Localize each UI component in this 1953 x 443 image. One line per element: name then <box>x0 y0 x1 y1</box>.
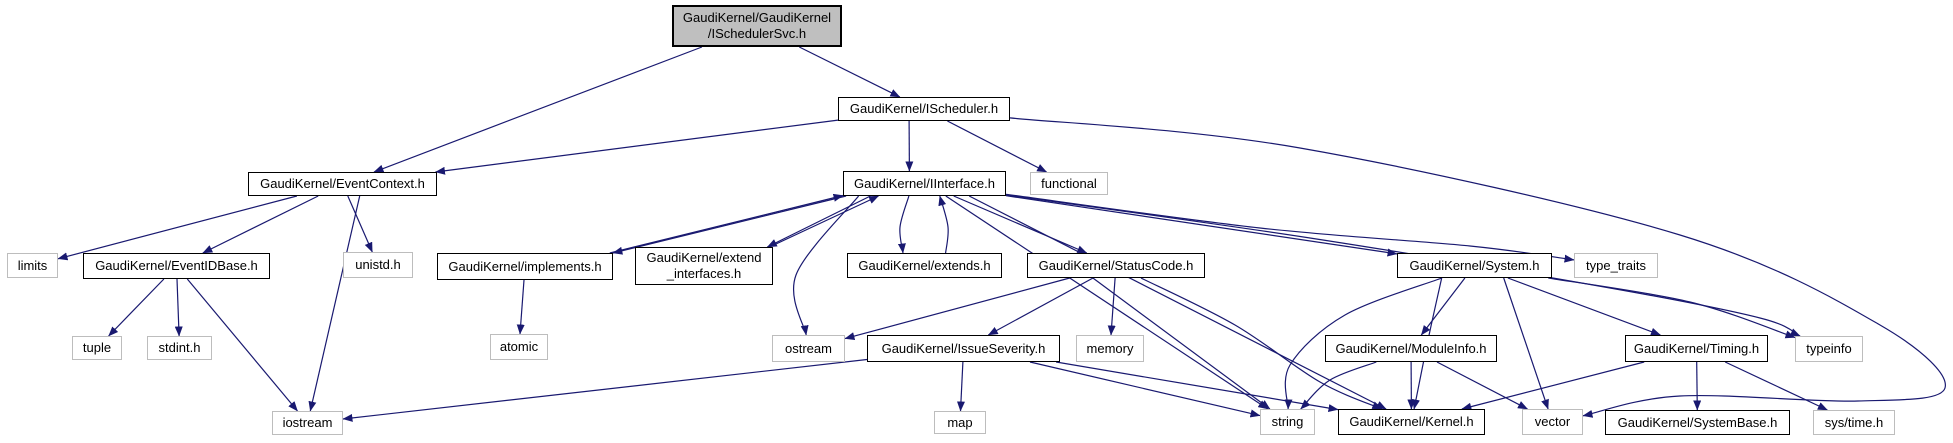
node-typeinfo: typeinfo <box>1795 336 1863 362</box>
node-root: GaudiKernel/GaudiKernel /ISchedulerSvc.h <box>672 5 842 47</box>
edge-ischeduler-eventcontext <box>435 119 839 175</box>
node-moduleinfo[interactable]: GaudiKernel/ModuleInfo.h <box>1325 335 1497 362</box>
node-string: string <box>1260 409 1315 435</box>
node-systembase[interactable]: GaudiKernel/SystemBase.h <box>1605 410 1790 435</box>
node-issueseverity[interactable]: GaudiKernel/IssueSeverity.h <box>867 335 1060 362</box>
node-timing[interactable]: GaudiKernel/Timing.h <box>1625 335 1768 362</box>
node-extends[interactable]: GaudiKernel/extends.h <box>847 253 1002 278</box>
edge-iinterface-kernel <box>968 195 1387 410</box>
node-ischeduler[interactable]: GaudiKernel/IScheduler.h <box>838 97 1010 121</box>
edge-iinterface-typetraits <box>1005 193 1575 263</box>
edge-timing-kernel <box>1461 361 1645 411</box>
node-ostream: ostream <box>772 335 845 362</box>
node-memory: memory <box>1076 335 1144 362</box>
edge-timing-systime <box>1724 361 1828 411</box>
edge-eventcontext-limits <box>57 195 298 261</box>
edge-implements-atomic <box>516 279 525 335</box>
edge-eventcontext-eventidbase <box>202 195 319 254</box>
node-map: map <box>934 411 986 434</box>
edge-eventcontext-iostream <box>308 195 361 412</box>
edge-eventidbase-stdint <box>174 278 183 337</box>
edge-iinterface-string <box>945 195 1269 410</box>
node-iostream: iostream <box>272 411 343 435</box>
node-implements[interactable]: GaudiKernel/implements.h <box>437 253 613 280</box>
edge-extends-iinterface <box>938 195 949 254</box>
edge-statuscode-string <box>1092 277 1271 410</box>
edge-issueseverity-iostream <box>342 358 868 422</box>
node-system[interactable]: GaudiKernel/System.h <box>1397 253 1552 278</box>
edge-implements-iinterface <box>609 193 844 254</box>
edge-iinterface-statuscode <box>953 195 1088 254</box>
node-unistd: unistd.h <box>343 252 413 278</box>
edge-system-typeinfo <box>1548 277 1796 339</box>
edge-system-string <box>1284 277 1443 410</box>
edge-system-vector <box>1503 277 1549 410</box>
node-kernel[interactable]: GaudiKernel/Kernel.h <box>1338 409 1485 435</box>
node-eventcontext[interactable]: GaudiKernel/EventContext.h <box>248 172 437 196</box>
node-extendifaces[interactable]: GaudiKernel/extend _interfaces.h <box>635 247 773 285</box>
node-iinterface[interactable]: GaudiKernel/IInterface.h <box>843 171 1006 196</box>
edge-iinterface-ostream <box>792 195 860 336</box>
edge-ischeduler-functional <box>947 120 1048 173</box>
node-statuscode[interactable]: GaudiKernel/StatusCode.h <box>1027 253 1205 278</box>
edge-extendifaces-iinterface <box>769 195 879 248</box>
edge-statuscode-ostream <box>844 277 1070 340</box>
edge-iinterface-extendifaces <box>766 195 871 248</box>
edge-moduleinfo-string <box>1300 361 1377 410</box>
node-vector: vector <box>1522 409 1583 435</box>
edge-system-moduleinfo <box>1420 277 1466 336</box>
edge-system-timing <box>1507 277 1661 336</box>
edge-iinterface-extends <box>897 195 910 254</box>
edge-root-eventcontext <box>373 46 703 173</box>
node-functional: functional <box>1030 172 1108 195</box>
node-limits: limits <box>7 253 58 278</box>
node-typetraits: type_traits <box>1574 253 1658 278</box>
edge-statuscode-kernel <box>1140 277 1383 410</box>
edge-timing-systembase <box>1693 361 1702 411</box>
node-systime: sys/time.h <box>1813 410 1895 435</box>
edge-root-ischeduler <box>799 46 901 98</box>
node-atomic: atomic <box>490 334 548 360</box>
edge-issueseverity-string <box>1029 361 1261 418</box>
edge-iinterface-implements <box>612 195 847 255</box>
edge-statuscode-issueseverity <box>987 277 1094 336</box>
edge-moduleinfo-vector <box>1436 361 1528 410</box>
edge-eventcontext-unistd <box>347 195 373 253</box>
edge-ischeduler-vector <box>1009 117 1946 418</box>
edge-eventidbase-tuple <box>108 278 165 337</box>
node-stdint: stdint.h <box>147 336 212 360</box>
edge-issueseverity-map <box>956 361 965 412</box>
node-tuple: tuple <box>72 336 122 360</box>
edge-iinterface-system <box>1005 195 1398 257</box>
node-eventidbase[interactable]: GaudiKernel/EventIDBase.h <box>83 253 270 279</box>
edge-eventidbase-iostream <box>186 278 298 412</box>
